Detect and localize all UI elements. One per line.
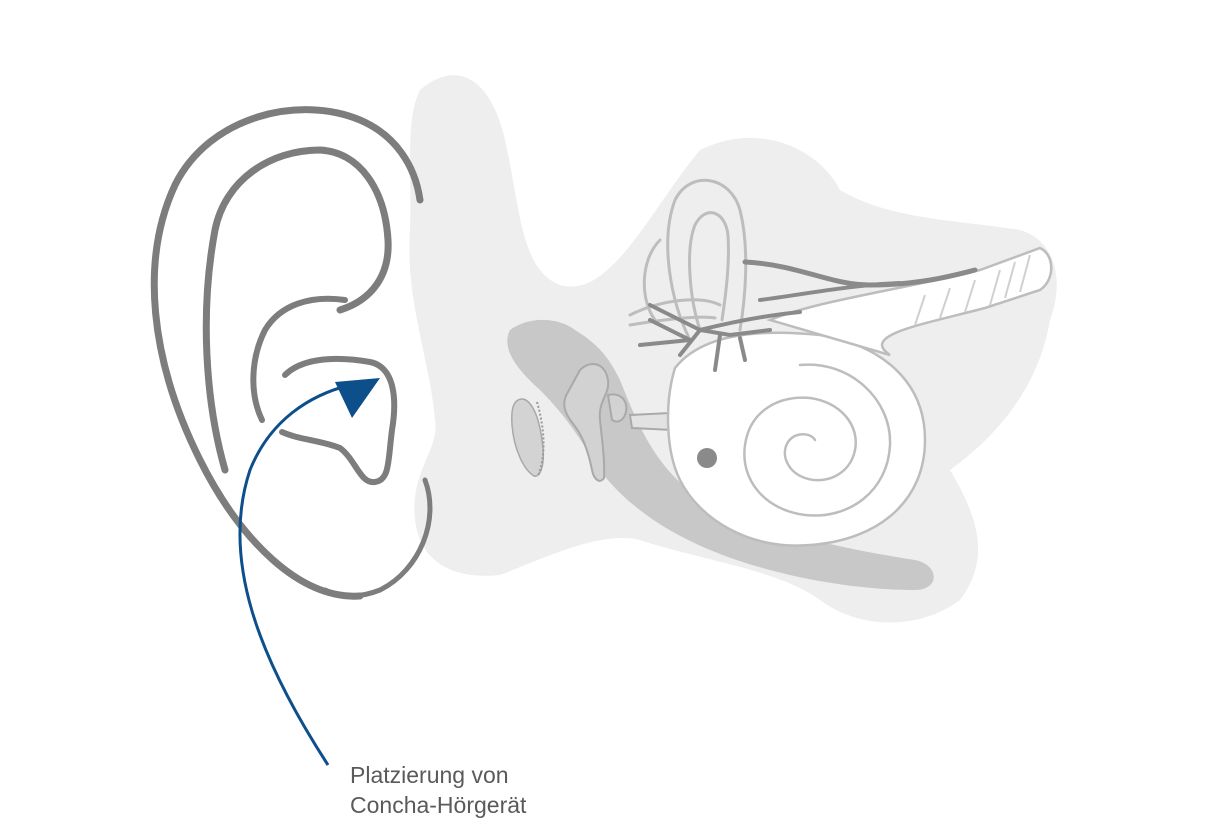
- outer-ear-illustration: [150, 106, 433, 600]
- auditory-nerve-icon: [638, 246, 1053, 372]
- eardrum-icon: [511, 398, 545, 477]
- placement-arrow: [238, 378, 380, 766]
- caption-line-1: Platzierung von: [350, 762, 509, 788]
- caption-line-2: Concha-Hörgerät: [350, 792, 527, 818]
- ear-canal: [507, 319, 934, 590]
- cochlea-icon: [666, 331, 927, 547]
- placement-caption: Platzierung von Concha-Hörgerät: [350, 760, 526, 820]
